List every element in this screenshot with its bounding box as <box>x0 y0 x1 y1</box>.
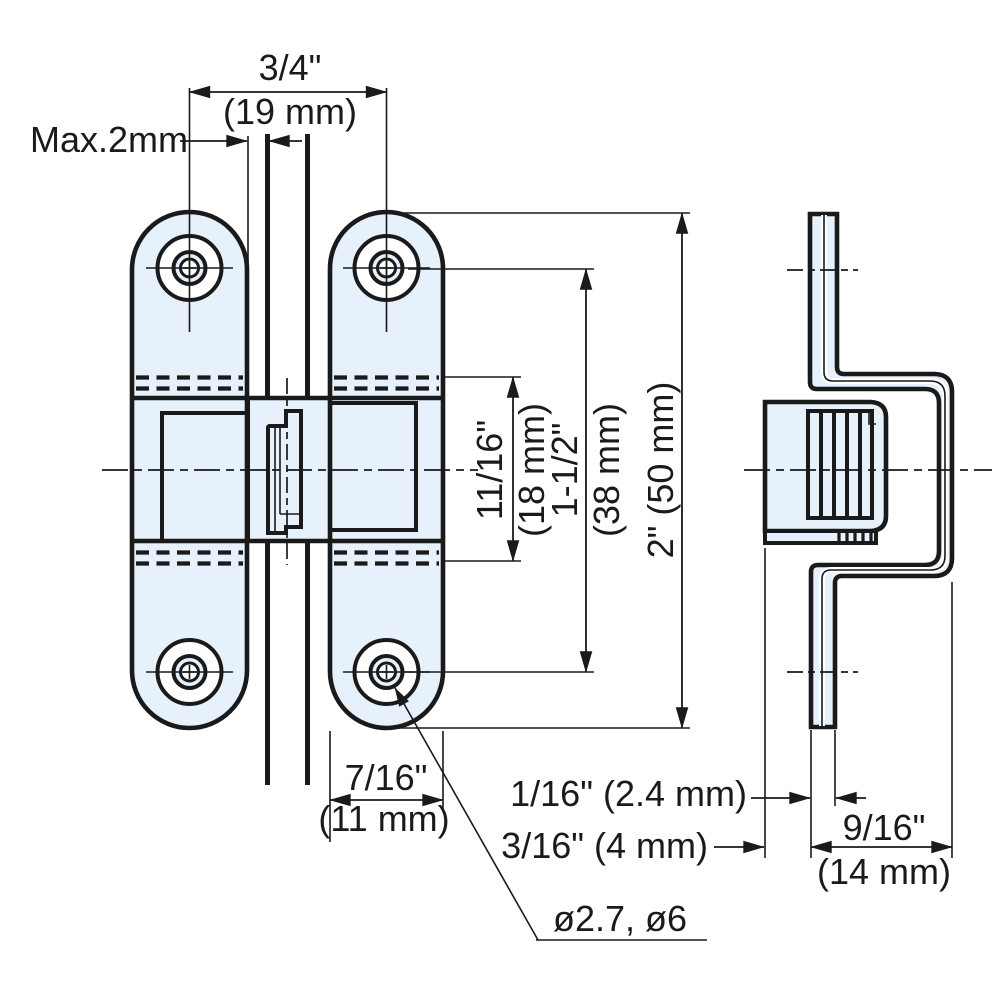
dim-label-total-height: 2" (50 mm) <box>640 382 681 559</box>
dim-label-body-offset: 3/16" (4 mm) <box>501 825 708 866</box>
dim-label-top-width: 3/4" <box>259 47 322 88</box>
dim-label-mortise-height-mm: (18 mm) <box>511 403 552 537</box>
dim-label-mortise-height: 11/16" <box>469 420 510 520</box>
leader-line-hole-diameters <box>394 687 539 941</box>
dim-label-max-gap: Max.2mm <box>30 119 188 160</box>
dim-label-body-depth: 9/16" <box>843 807 926 848</box>
dim-label-hole-pitch-mm: (38 mm) <box>586 403 627 537</box>
left-case-pocket <box>160 411 248 541</box>
dim-label-leaf-width-mm: (11 mm) <box>318 798 449 839</box>
body-notch <box>868 411 876 425</box>
dimensions: 3/4" (19 mm) Max.2mm 11/16" (18 mm) 1-1/… <box>30 47 953 941</box>
pivot-link <box>266 409 303 535</box>
side-view <box>744 211 992 730</box>
body-base-hatch <box>837 532 873 543</box>
dim-label-top-width-mm: (19 mm) <box>223 91 357 132</box>
front-view <box>102 134 478 785</box>
dim-label-leaf-width: 7/16" <box>345 757 428 798</box>
plate-seam-line <box>821 215 946 726</box>
dim-label-hole-diameters: ø2.7, ø6 <box>553 898 687 939</box>
screw-hole <box>146 638 233 706</box>
hinge-body-base <box>763 529 878 545</box>
dim-label-hole-pitch: 1-1/2" <box>544 423 585 518</box>
right-case-pocket <box>330 401 418 532</box>
dim-label-plate-thickness: 1/16" (2.4 mm) <box>510 773 747 814</box>
dim-label-body-depth-mm: (14 mm) <box>817 851 951 892</box>
knuckle-stripes <box>806 409 874 520</box>
